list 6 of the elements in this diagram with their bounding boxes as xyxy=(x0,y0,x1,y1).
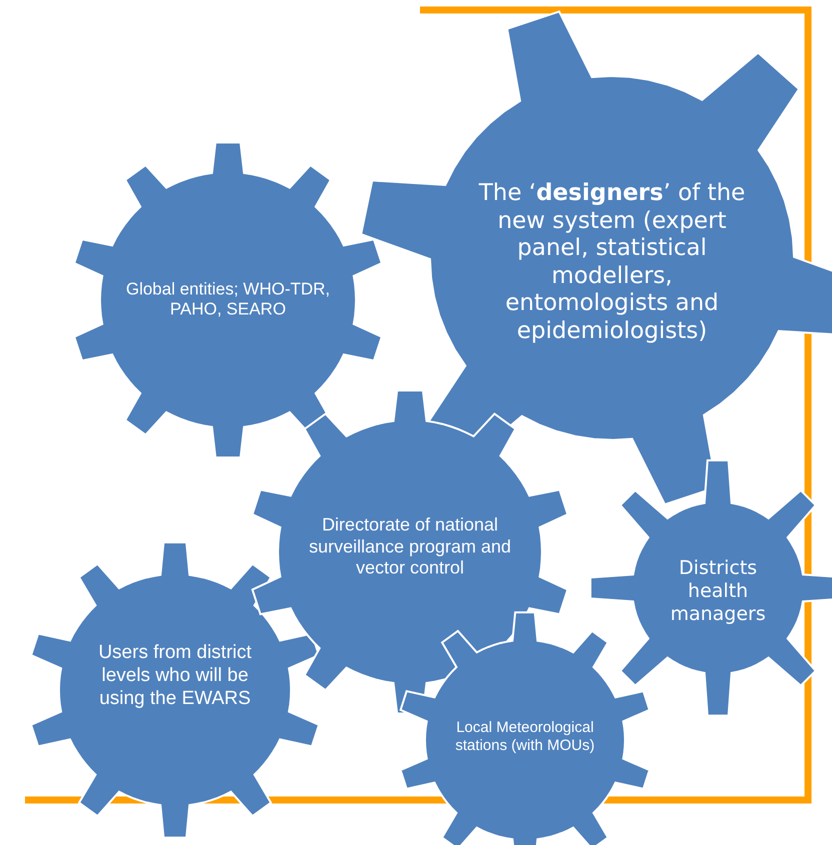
gear-label: Districts health managers xyxy=(669,556,767,626)
gear-label: Users from district levels who will be using the EWARS xyxy=(97,642,253,710)
gear-label: Local Meteorological stations (with MOUs) xyxy=(454,719,596,755)
gear-label: Directorate of national surveillance program and vector control xyxy=(308,514,512,580)
gear-label: The ‘designers’ of the new system (expert panel, statistical modellers, entomologists and epidemiologists) xyxy=(478,180,746,346)
gear-label: Global entities; WHO-TDR, PAHO, SEARO xyxy=(124,280,332,320)
